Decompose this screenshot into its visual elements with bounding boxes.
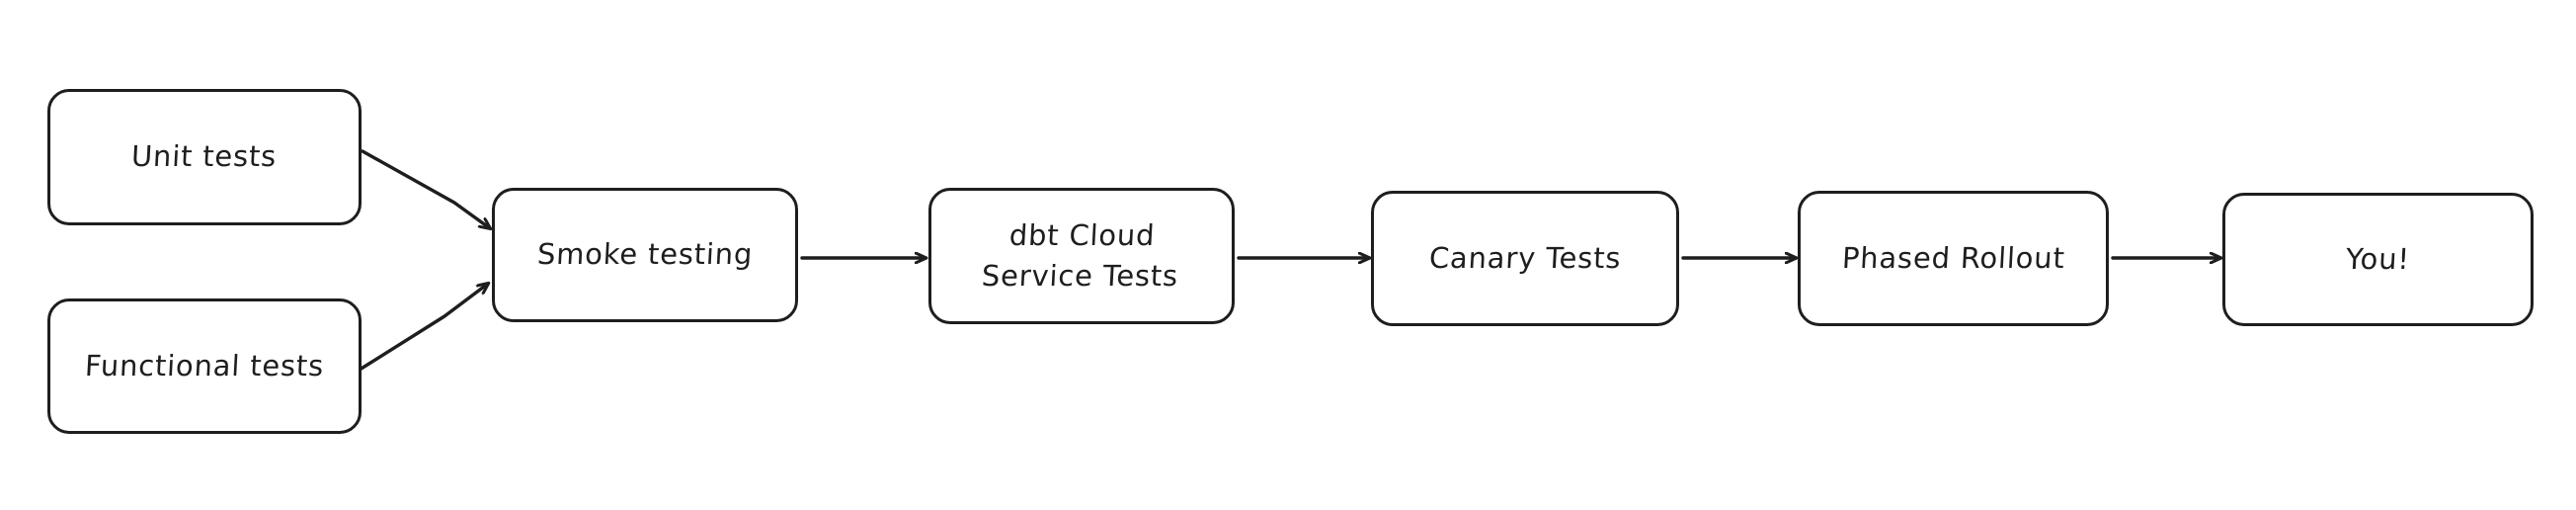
node-you[interactable]: You! [2222, 193, 2534, 326]
node-label-dbt-cloud-service-tests: dbt Cloud Service Tests [981, 217, 1180, 293]
node-unit-tests[interactable]: Unit tests [47, 89, 362, 225]
node-label-you: You! [2345, 241, 2411, 276]
node-phased-rollout[interactable]: Phased Rollout [1798, 191, 2109, 326]
node-label-phased-rollout: Phased Rollout [1840, 240, 2066, 275]
node-smoke-testing[interactable]: Smoke testing [492, 188, 798, 322]
edge-functional-tests-to-smoke-testing [358, 284, 488, 372]
node-label-functional-tests: Functional tests [84, 348, 325, 382]
node-label-unit-tests: Unit tests [130, 139, 279, 174]
node-label-canary-tests: Canary Tests [1427, 240, 1623, 275]
node-functional-tests[interactable]: Functional tests [47, 298, 362, 434]
node-dbt-cloud-service-tests[interactable]: dbt Cloud Service Tests [928, 188, 1235, 324]
edge-unit-tests-to-smoke-testing [361, 149, 490, 228]
node-label-smoke-testing: Smoke testing [536, 237, 754, 272]
node-canary-tests[interactable]: Canary Tests [1371, 191, 1679, 326]
